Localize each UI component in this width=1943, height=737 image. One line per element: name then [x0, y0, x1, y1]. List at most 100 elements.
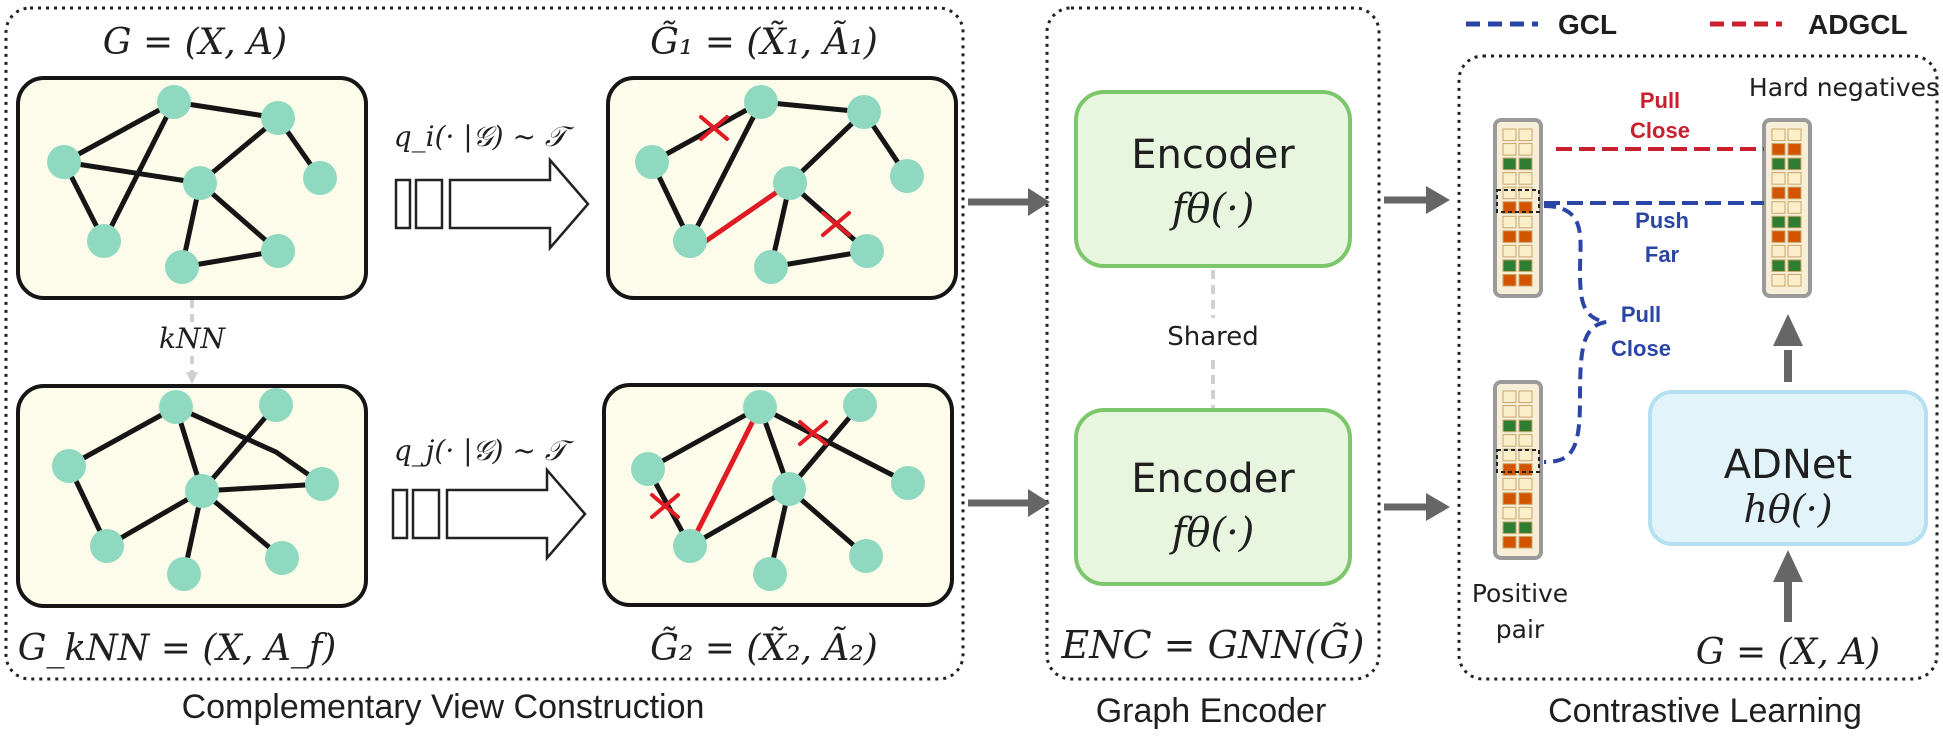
vector-cell [1502, 128, 1517, 142]
vector-cell [1502, 521, 1517, 534]
vector-cell [1787, 230, 1802, 243]
vector-cell [1518, 434, 1533, 447]
encoder-formula: ENC = GNN(G̃) [1061, 623, 1365, 667]
vector-cell [1787, 186, 1802, 200]
vector-cell [1771, 201, 1786, 214]
vector-frame [1762, 118, 1812, 298]
arrow-head [1773, 550, 1803, 582]
gcl-push-label-2: Far [1645, 242, 1680, 267]
arrow-head [1028, 188, 1050, 216]
vector-cell [1787, 157, 1802, 171]
vector-cell [1787, 143, 1802, 156]
vector-cell [1502, 506, 1517, 520]
vector-cell [1502, 244, 1517, 258]
vector-cell [1518, 186, 1533, 200]
vector-cell [1502, 230, 1517, 243]
augment-arrow-top [394, 156, 590, 252]
selected-cell-anchor [1496, 189, 1540, 213]
vector-cell [1502, 477, 1517, 491]
encoder-top: Encoder fθ(·) [1074, 90, 1352, 268]
vector-cell [1502, 434, 1517, 447]
embedding-vector-anchor [1493, 118, 1543, 298]
vector-cell [1771, 215, 1786, 229]
knn-label: kNN [159, 322, 226, 355]
adgcl-pull-label-2: Close [1630, 118, 1690, 143]
gcl-pull-label-2: Close [1611, 336, 1671, 361]
adnet-title: ADNet [1724, 442, 1852, 488]
vector-cell [1502, 405, 1517, 418]
vector-cell [1771, 186, 1786, 200]
vector-cell [1771, 244, 1786, 258]
vector-cell [1787, 259, 1802, 272]
edge-drop-mark [699, 115, 851, 237]
encoder-top-title: Encoder [1131, 132, 1295, 178]
contrastive-learning-frame [1457, 54, 1939, 681]
vector-frame [1493, 380, 1543, 560]
adnet-func: hθ(·) [1743, 487, 1832, 531]
vector-cell [1502, 201, 1517, 214]
graph-label-original: G = (X, A) [103, 22, 287, 63]
arrow-head [1028, 489, 1050, 517]
shared-label: Shared [1167, 322, 1259, 352]
vector-cell [1518, 215, 1533, 229]
encoder-bottom: Encoder fθ(·) [1074, 408, 1352, 586]
graph-label-view1: G̃₁ = (X̃₁, Ã₁) [650, 21, 878, 63]
gcl-pull-label-1: Pull [1621, 302, 1661, 327]
vector-cell [1771, 172, 1786, 185]
vector-cell [1787, 201, 1802, 214]
vector-cell [1771, 128, 1786, 142]
vector-cell [1518, 201, 1533, 214]
section-title-view-construction: Complementary View Construction [182, 688, 705, 726]
vector-cell [1787, 172, 1802, 185]
embedding-vector-hard-negative [1762, 118, 1812, 298]
vector-cell [1518, 521, 1533, 534]
encoder-bottom-title: Encoder [1131, 456, 1295, 502]
vector-cell [1502, 535, 1517, 549]
gcl-push-label-1: Push [1635, 208, 1689, 233]
vector-cell [1502, 186, 1517, 200]
augment-arrow-bottom [391, 466, 587, 562]
view-construction-frame [4, 6, 965, 681]
arrow-head [1773, 314, 1803, 346]
selected-cell-positive [1496, 449, 1540, 473]
vector-cell [1502, 463, 1517, 476]
shared-label-bg [1150, 318, 1276, 354]
encoder-bottom-func: fθ(·) [1169, 510, 1255, 556]
graph-panel-knn [16, 384, 368, 608]
graph-panel-view1 [606, 76, 958, 300]
vector-cell [1502, 448, 1517, 462]
augment-label-bottom: q_j(· |𝒢) ~ 𝒯 [394, 434, 575, 467]
vector-cell [1771, 157, 1786, 171]
vector-cell [1787, 128, 1802, 142]
vector-cell [1518, 506, 1533, 520]
vector-cell [1518, 230, 1533, 243]
graph-label-view2: G̃₂ = (X̃₂, Ã₂) [650, 627, 878, 669]
hard-negatives-label: Hard negatives [1749, 73, 1939, 102]
vector-cell [1518, 405, 1533, 418]
vector-cell [1518, 143, 1533, 156]
gcl-pull-curve [1543, 204, 1607, 464]
graph-panel-original [16, 76, 368, 300]
adnet-box: ADNet hθ(·) [1648, 390, 1928, 546]
graph-encoder-frame [1045, 6, 1381, 681]
encoder-top-func: fθ(·) [1169, 186, 1255, 232]
vector-cell [1518, 172, 1533, 185]
vector-cell [1502, 143, 1517, 156]
adnet-input-graph: G = (X, A) [1696, 632, 1880, 673]
vector-cell [1518, 535, 1533, 549]
vector-cell [1502, 157, 1517, 171]
knn-label-bg [160, 322, 224, 356]
arrow-head [1426, 186, 1450, 214]
vector-cell [1787, 244, 1802, 258]
vector-cell [1518, 492, 1533, 505]
legend-gcl-label: GCL [1558, 9, 1617, 40]
vector-cell [1518, 273, 1533, 287]
vector-cell [1787, 273, 1802, 287]
vector-cell [1502, 492, 1517, 505]
vector-cell [1771, 230, 1786, 243]
vector-cell [1787, 215, 1802, 229]
vector-cell [1502, 390, 1517, 404]
positive-pair-label-2: pair [1496, 615, 1545, 644]
vector-cell [1502, 419, 1517, 433]
